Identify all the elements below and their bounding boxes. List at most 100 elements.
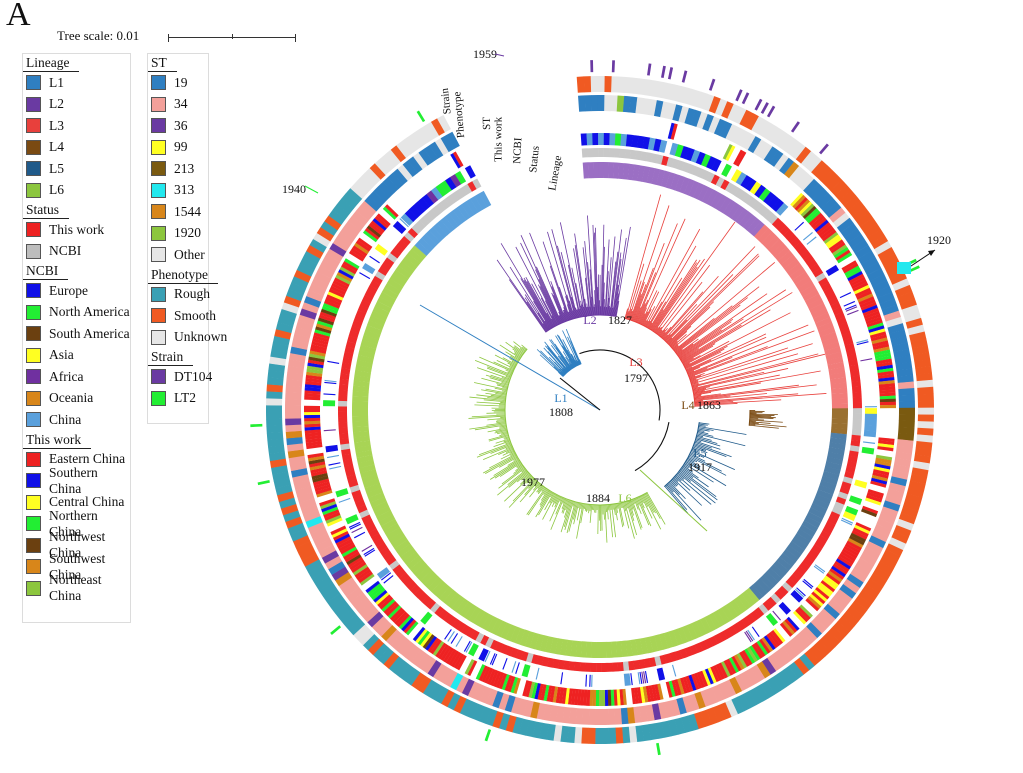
status-ring-segment [729,184,740,196]
ncbi-ring-tick [328,462,341,466]
branch-l6 [528,479,537,489]
lineage-ring-segment [389,274,406,288]
lineage-ring-segment [423,573,439,589]
branch-l3 [693,370,821,394]
branch-l3-arc [624,317,696,407]
branch-l3 [624,308,629,319]
branch-l1 [570,340,581,365]
ncbi-ring-segment [580,133,588,146]
branch-l3 [686,333,767,371]
st-ring-segment [294,327,312,338]
lineage-ring-segment [355,365,372,373]
st-ring-segment [879,298,897,310]
phenotype-ring-segment [680,715,693,733]
status-ring-segment [835,496,847,505]
branch-l2 [610,229,622,316]
branch-l3 [655,221,736,334]
status-ring-segment [741,616,752,628]
this-work-ring-segment [731,655,742,672]
branch-l2 [551,315,558,326]
phenotype-ring-segment [348,619,366,636]
phenotype-ring-segment [472,703,486,722]
st-ring-segment [614,708,622,725]
branch-l3 [685,348,725,369]
st-ring-segment [306,289,324,302]
status-ring-segment [346,474,357,483]
phenotype-ring-segment [492,710,504,729]
branch-l2 [609,261,617,316]
st-ring-segment [608,708,616,725]
st-ring-segment [713,118,727,137]
lineage-ring-segment [646,167,656,184]
lineage-ring-segment [748,584,764,601]
branch-l6 [562,498,566,504]
this-work-ring-segment [316,320,334,329]
lineage-ring-segment [706,189,719,207]
this-work-ring-segment [879,401,896,406]
phenotype-ring-segment [434,686,449,704]
lineage-ring-segment [819,480,837,491]
phenotype-ring-segment [891,531,909,544]
branch-l5 [664,485,689,514]
phenotype-ring-segment [883,259,902,273]
this-work-ring-segment [422,634,435,649]
branch-l6 [511,360,518,365]
branch-l6 [468,415,506,419]
this-work-ring-segment [346,554,362,566]
status-ring-segment [430,602,441,614]
lineage-ring-segment [352,425,369,433]
this-work-ring-segment [316,489,333,498]
branch-l3 [634,307,641,322]
branch-l3 [666,337,673,344]
this-work-ring-segment [688,674,697,691]
lineage-ring-segment [737,593,752,610]
branch-l6 [561,498,567,510]
legend-swatch [26,559,41,575]
branch-l6 [543,488,548,495]
phenotype-ring-segment [306,244,324,259]
this-work-ring-segment [665,681,673,698]
phenotype-ring-segment [779,134,795,152]
branch-l3 [692,368,789,390]
st-ring-segment [873,523,892,537]
status-ring-segment [374,270,386,281]
branch-l3 [661,326,672,339]
legend-swatch [26,283,41,299]
branch-l3 [693,374,780,393]
status-ring-segment [361,514,372,524]
st-ring-segment [898,407,916,415]
phenotype-ring-segment [865,578,884,594]
ncbi-ring-tick [845,304,857,311]
branch-l6 [608,504,614,538]
this-work-ring-segment [879,395,896,400]
branch-l5 [670,480,676,487]
lineage-ring-segment [811,307,829,319]
status-ring-segment [425,599,437,610]
this-work-ring-segment [866,491,884,500]
branch-l3 [687,366,700,373]
st-ring-segment [793,170,810,187]
status-ring-segment [624,149,632,159]
status-ring-segment [606,662,613,672]
status-ring-segment [547,657,555,668]
phenotype-ring-segment [326,593,345,609]
this-work-ring-segment [561,687,567,704]
lineage-ring-segment [352,421,369,428]
this-work-ring-segment [823,231,839,244]
legend-item-this_work: Eastern China [23,449,130,471]
this-work-ring-segment [507,675,516,693]
lineage-ring-segment [407,249,424,264]
ncbi-ring-segment [586,133,593,146]
st-ring-segment [568,707,578,725]
this-work-ring-segment [525,680,533,698]
lineage-ring-segment [802,289,820,302]
lineage-ring-segment [361,473,379,484]
branch-l6 [513,465,524,474]
this-work-ring-segment [862,307,879,317]
this-work-ring-segment [448,650,460,666]
st-ring-segment [898,414,915,422]
branch-l3 [691,353,799,385]
this-work-ring-segment [351,561,367,573]
phenotype-ring-segment [862,584,880,599]
branch-l6 [476,443,512,458]
